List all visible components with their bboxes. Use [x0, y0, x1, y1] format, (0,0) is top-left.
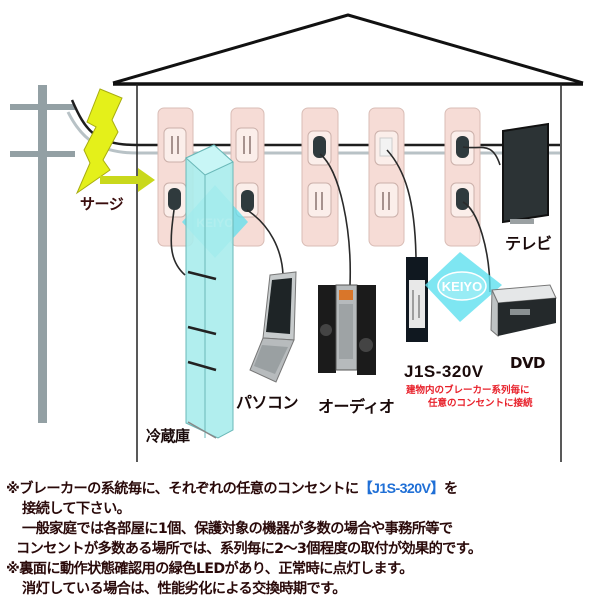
outlet-icon [444, 107, 481, 247]
description-line-4: コンセントが多数ある場所では、系列毎に2～3個程度の取付が効果的です。 [16, 541, 482, 557]
description-block: ※ブレーカーの系統毎に、それぞれの任意のコンセントに【J1S-320V】を 接続… [6, 479, 600, 599]
model-highlight: 【J1S-320V】 [358, 481, 444, 497]
keiyo-watermark: KEIYO [425, 252, 502, 322]
description-line-1: ※ブレーカーの系統毎に、それぞれの任意のコンセントに【J1S-320V】を [6, 479, 600, 499]
lightning-icon [75, 88, 123, 195]
outlet-icon [301, 107, 339, 247]
arrow-icon [100, 168, 155, 192]
outlets [157, 107, 481, 247]
outlet-icon [157, 107, 194, 247]
description-text: ※ブレーカーの系統毎に、それぞれの任意のコンセントに [6, 481, 359, 497]
surge-protector-icon [406, 257, 428, 342]
description-line-2: 接続して下さい。 [22, 501, 131, 517]
refrigerator-icon [185, 144, 234, 439]
power-cords [170, 146, 501, 293]
tv-label: テレビ [505, 234, 552, 253]
watermark-text: KEIYO [442, 279, 482, 294]
dvd-player-icon [490, 284, 557, 338]
dvd-label: DVD [510, 354, 546, 372]
fridge-label: 冷蔵庫 [146, 427, 190, 445]
install-note-line-1: 建物内のブレーカー系列毎に [406, 385, 530, 396]
stereo-icon [318, 284, 376, 375]
description-line-5: ※裏面に動作状態確認用の緑色LEDがあり、正常時に点灯します。 [6, 561, 413, 577]
power-pole-icon [10, 85, 75, 423]
house-icon [112, 13, 584, 462]
surge-label: サージ [80, 195, 124, 213]
outlet-icon [368, 107, 405, 247]
laptop-icon [249, 271, 297, 383]
model-label: J1S-320V [404, 362, 484, 381]
install-note-line-2: 任意のコンセントに接続 [428, 398, 533, 409]
description-line-3: 一般家庭では各部屋に1個、保護対象の機器が多数の場合や事務所等で [22, 521, 453, 537]
pc-label: パソコン [236, 393, 299, 412]
description-text: を [443, 481, 458, 497]
audio-label: オーディオ [318, 397, 395, 416]
tv-icon [502, 122, 549, 224]
description-line-6: 消灯している場合は、性能劣化による交換時期です。 [22, 581, 346, 597]
